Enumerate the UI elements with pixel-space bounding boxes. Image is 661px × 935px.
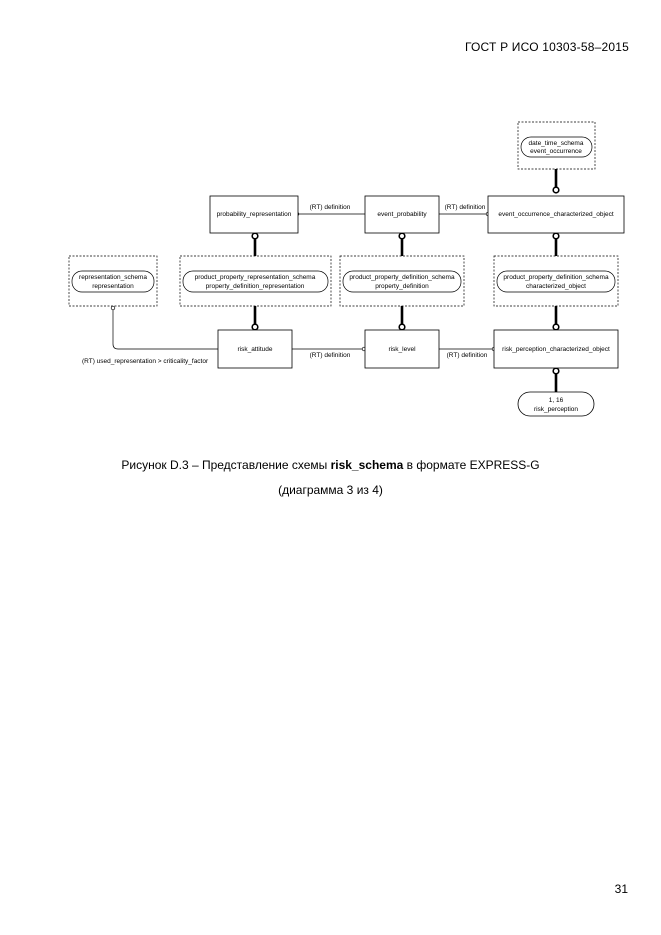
ref-date-time-schema-label: date_time_schema <box>529 140 584 147</box>
page-reference-risk-perception: 1, 16 risk_perception <box>517 391 595 417</box>
caption-prefix: Рисунок D.3 – Представление схемы <box>121 458 331 472</box>
entity-event-probability-label: event_probability <box>377 211 427 218</box>
express-g-diagram: date_time_schema event_occurrence repres… <box>68 121 625 417</box>
ref-ppr-schema-label: product_property_representation_schema <box>195 274 316 281</box>
caption-suffix: в формате EXPRESS-G <box>403 458 540 472</box>
ref-product-property-representation-schema: product_property_representation_schema p… <box>179 255 332 307</box>
ref-ppd-pd-schema-label: product_property_definition_schema <box>349 274 455 281</box>
ref-product-property-definition-schema-pd: product_property_definition_schema prope… <box>339 255 465 307</box>
rel-label-attitude-to-level: (RT) definition <box>310 352 351 359</box>
ref-ppr-name-label: property_definition_representation <box>206 283 305 290</box>
ref-date-time-schema: date_time_schema event_occurrence <box>517 121 596 170</box>
page-ref-name: risk_perception <box>534 406 578 413</box>
rel-label-prob-to-event: (RT) definition <box>310 204 351 211</box>
page-number: 31 <box>614 882 628 896</box>
document-header: ГОСТ Р ИСО 10303-58–2015 <box>464 40 629 54</box>
entity-risk-perception-characterized-object-label: risk_perception_characterized_object <box>502 346 610 353</box>
entity-probability-representation: probability_representation <box>209 195 299 234</box>
ref-date-time-name-label: event_occurrence <box>530 148 582 155</box>
rel-label-used-representation: (RT) used_representation > criticality_f… <box>82 358 209 365</box>
entity-risk-level-label: risk_level <box>388 346 416 353</box>
ref-representation-schema: representation_schema representation <box>68 255 158 307</box>
page-ref-pages: 1, 16 <box>549 397 564 404</box>
caption-line-2: (диаграмма 3 из 4) <box>278 483 383 497</box>
ref-ppd-pd-name-label: property_definition <box>375 283 429 290</box>
entity-risk-level: risk_level <box>364 329 440 369</box>
rel-label-event-to-occ: (RT) definition <box>445 204 486 211</box>
caption-line-1: Рисунок D.3 – Представление схемы risk_s… <box>0 453 661 478</box>
ref-representation-schema-label: representation_schema <box>79 274 147 281</box>
entity-event-occurrence-characterized-object-label: event_occurrence_characterized_object <box>498 211 613 218</box>
ref-ppd-co-name-label: characterized_object <box>526 283 586 290</box>
thick-relation-lines <box>251 169 560 392</box>
entity-event-probability: event_probability <box>364 195 440 234</box>
entity-probability-representation-label: probability_representation <box>217 211 292 218</box>
ref-ppd-co-schema-label: product_property_definition_schema <box>503 274 609 281</box>
entity-risk-attitude-label: risk_attitude <box>237 346 272 353</box>
figure-caption: Рисунок D.3 – Представление схемы risk_s… <box>0 453 661 503</box>
entity-event-occurrence-characterized-object: event_occurrence_characterized_object <box>487 195 625 234</box>
caption-schema-name: risk_schema <box>330 458 404 472</box>
rel-label-level-to-perception: (RT) definition <box>447 352 488 359</box>
ref-product-property-definition-schema-co: product_property_definition_schema chara… <box>493 255 619 307</box>
entity-risk-perception-characterized-object: risk_perception_characterized_object <box>493 329 619 369</box>
entity-risk-attitude: risk_attitude <box>217 329 293 369</box>
ref-representation-name-label: representation <box>92 283 134 290</box>
